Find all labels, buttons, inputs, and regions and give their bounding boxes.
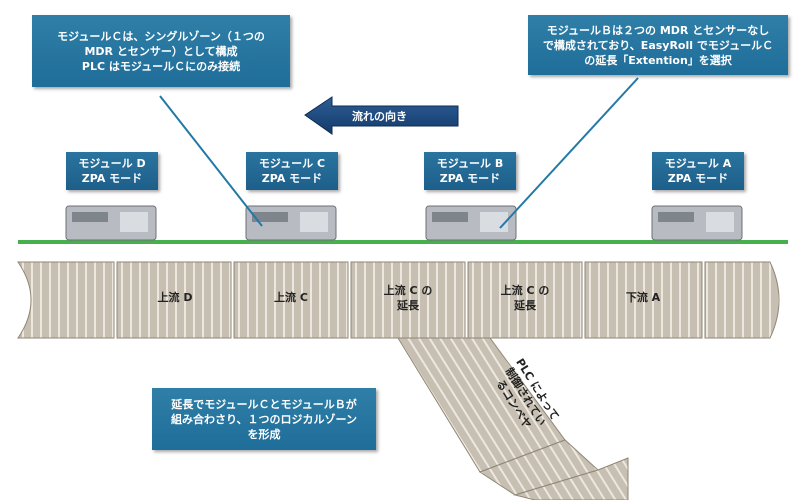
- segment-label-downstream-a: 下流 A: [625, 291, 661, 304]
- module-device-a: [651, 205, 743, 241]
- flow-arrow: [304, 96, 459, 135]
- module-a-label: モジュール A ZPA モード: [652, 152, 744, 190]
- module-b-callout: モジュールＢは２つの MDR とセンサーなし で構成されており、EasyRoll…: [528, 15, 788, 75]
- flow-label: 流れの向き: [352, 110, 407, 123]
- callout-c-pointer: [159, 95, 263, 227]
- segment-label-extension-1: 上流 C の 延長: [383, 284, 433, 312]
- conveyor-straight: [17, 261, 780, 339]
- module-d-label: モジュール D ZPA モード: [66, 152, 158, 190]
- module-c-callout: モジュールＣは、シングルゾーン（１つの MDR とセンサー）として構成 PLC …: [32, 15, 290, 87]
- module-device-b: [425, 205, 517, 241]
- segment-label-extension-2: 上流 C の 延長: [500, 284, 550, 312]
- callout-b-pointer: [499, 77, 639, 229]
- module-device-c: [245, 205, 337, 241]
- segment-label-upstream-d: 上流 D: [157, 291, 193, 304]
- conveyor-branch: [397, 337, 629, 500]
- module-c-label: モジュール C ZPA モード: [246, 152, 338, 190]
- extension-callout: 延長でモジュールＣとモジュールＢが 組み合わさり、１つのロジカルゾーン を形成: [152, 388, 376, 450]
- segment-label-upstream-c: 上流 C: [274, 291, 308, 304]
- module-b-label: モジュール B ZPA モード: [424, 152, 516, 190]
- module-device-d: [65, 205, 157, 241]
- green-cable: [18, 240, 788, 244]
